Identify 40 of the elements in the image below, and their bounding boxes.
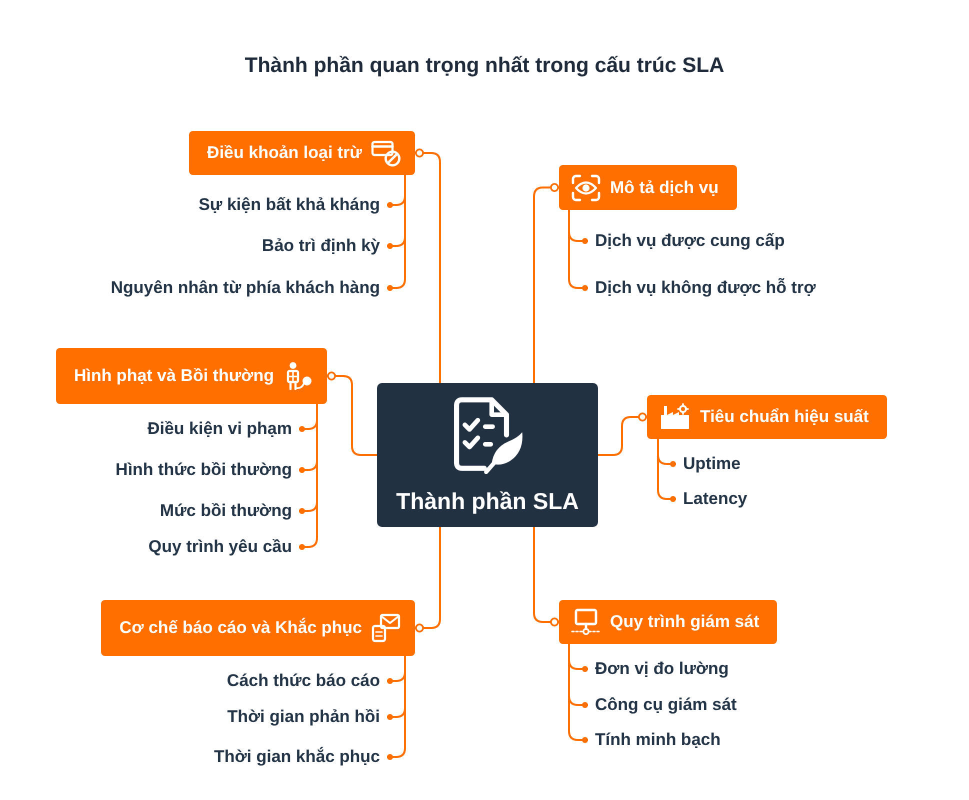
subtopic-text: Thời gian phản hồi [227, 706, 387, 728]
central-topic-title: Thành phần SLA [396, 488, 579, 514]
subtopic-text: Thời gian khắc phục [214, 746, 387, 768]
connector-line [533, 527, 559, 626]
topic-box [647, 395, 887, 439]
connector-line [598, 412, 647, 456]
subtopic-text: Hình thức bồi thường [116, 459, 299, 481]
topic-box [101, 600, 415, 656]
topic-box [559, 600, 778, 644]
subtopic-text: Dịch vụ được cung cấp [588, 230, 785, 252]
topic-title: Cơ chế báo cáo và Khắc phục [119, 617, 362, 639]
topic-box [189, 131, 415, 175]
connector-line [533, 183, 559, 383]
subtopic-text: Công cụ giám sát [588, 694, 737, 716]
topic-title: Quy trình giám sát [610, 611, 760, 633]
connector-line [327, 372, 377, 456]
subtopic-text: Sự kiện bất khả kháng [198, 194, 387, 216]
topic-title: Tiêu chuẩn hiệu suất [700, 406, 869, 428]
central-topic-box [377, 383, 598, 527]
subtopic-text: Cách thức báo cáo [226, 670, 387, 692]
diagram-title: Thành phần quan trọng nhất trong cấu trúc SLA [244, 54, 724, 78]
subtopic-text: Đơn vị đo lường [588, 658, 729, 680]
subtopic-text: Latency [676, 488, 748, 510]
topic-title: Điều khoản loại trừ [207, 142, 362, 164]
subtopic-text: Nguyên nhân từ phía khách hàng [110, 277, 387, 299]
connector-line [657, 439, 676, 502]
topic-title: Mô tả dịch vụ [610, 176, 719, 198]
subtopic-text: Điều kiện vi phạm [147, 418, 299, 440]
subtopic-text: Dịch vụ không được hỗ trợ [588, 277, 816, 299]
subtopic-text: Quy trình yêu cầu [148, 536, 299, 558]
topic-box [56, 348, 327, 404]
subtopic-text: Mức bồi thường [160, 500, 299, 522]
topic-box [559, 165, 737, 210]
connector-line [568, 210, 588, 291]
topic-title: Hình phạt và Bồi thường [74, 365, 274, 387]
connector-line [415, 148, 441, 383]
subtopic-text: Bảo trì định kỳ [262, 235, 387, 257]
subtopic-text: Uptime [676, 453, 741, 475]
subtopic-text: Tính minh bạch [588, 729, 721, 751]
connector-line [415, 527, 441, 632]
